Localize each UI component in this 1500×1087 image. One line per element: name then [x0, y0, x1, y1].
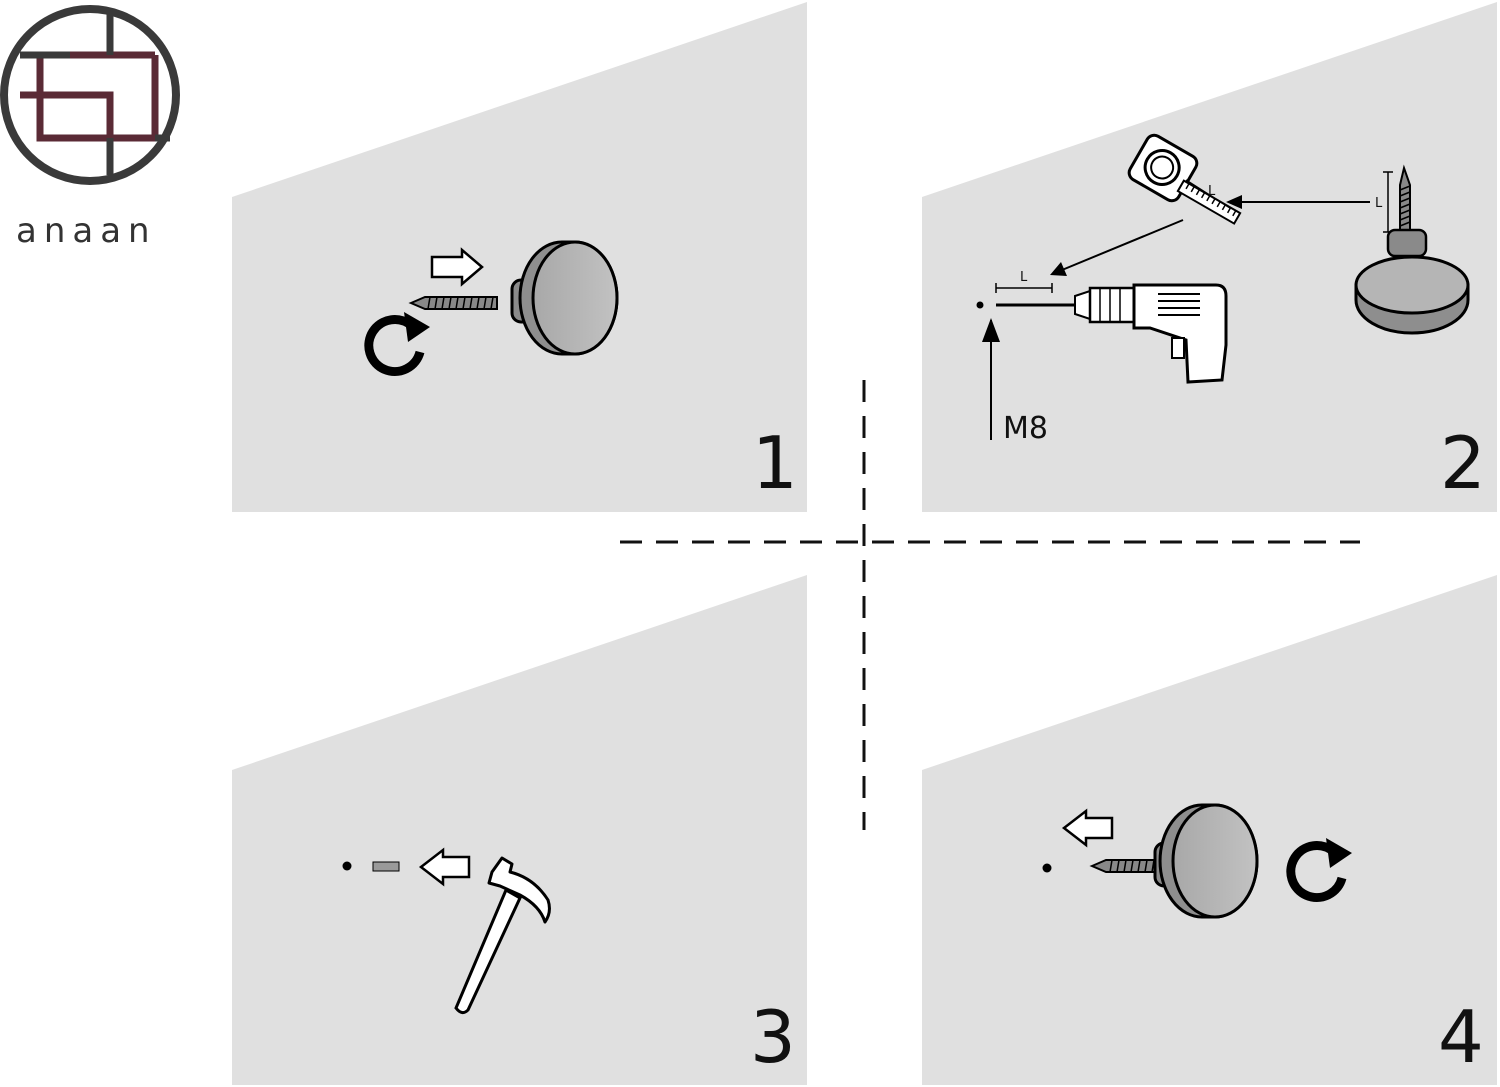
brand-logo — [0, 5, 180, 185]
panel-step-2 — [922, 2, 1497, 512]
step-2-illustration: L L — [976, 133, 1470, 446]
anchor-plug-icon — [372, 861, 400, 872]
tape-length-label: L — [1208, 184, 1216, 199]
step-3-number: 3 — [750, 995, 796, 1079]
step-3-illustration — [342, 847, 551, 1015]
knob-icon — [510, 240, 619, 356]
push-arrow-icon — [1061, 808, 1114, 848]
bit-length-label: L — [1020, 270, 1028, 285]
rotate-icon — [364, 312, 430, 377]
step-1-number: 1 — [752, 421, 798, 505]
step-1-illustration — [364, 240, 619, 377]
drill-bit-size-label: M8 — [1003, 411, 1048, 446]
rotate-icon — [1286, 838, 1352, 903]
push-arrow-icon — [430, 247, 484, 287]
tape-measure-icon: L — [1127, 133, 1242, 225]
step-4-illustration — [1042, 803, 1352, 919]
screw-icon — [408, 296, 498, 310]
hammer-icon — [454, 856, 551, 1015]
push-arrow-icon — [418, 847, 471, 887]
panel-step-1 — [232, 2, 807, 512]
divider-cross — [620, 380, 1360, 830]
screw-knob-icon — [1089, 803, 1259, 919]
drill-icon: L — [976, 270, 1228, 384]
step-2-number: 2 — [1440, 421, 1486, 505]
brand-name: anaan — [16, 211, 157, 251]
screw-knob-icon: L — [1354, 164, 1470, 335]
panel-step-3 — [232, 575, 807, 1085]
step-4-number: 4 — [1438, 995, 1484, 1079]
screw-length-label: L — [1375, 196, 1383, 211]
